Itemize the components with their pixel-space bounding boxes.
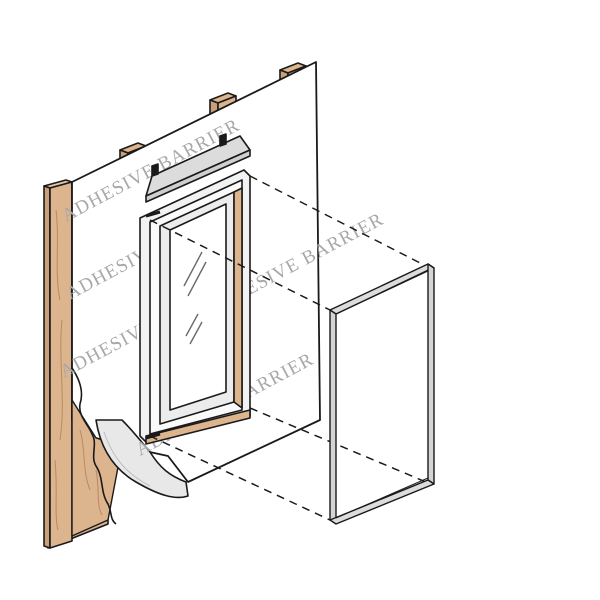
window-sill [145,409,251,445]
head-flashing [145,133,251,203]
window-jamb-right [233,187,243,409]
exploded-flashing-frame[interactable] [329,263,435,525]
glass-glint-icon [183,251,207,345]
window-unit[interactable] [139,169,251,445]
projection-lines [149,175,427,521]
corner-stud [43,179,73,549]
window-glass[interactable] [169,203,227,411]
peeled-flap [95,419,189,499]
torn-edge [71,367,117,525]
